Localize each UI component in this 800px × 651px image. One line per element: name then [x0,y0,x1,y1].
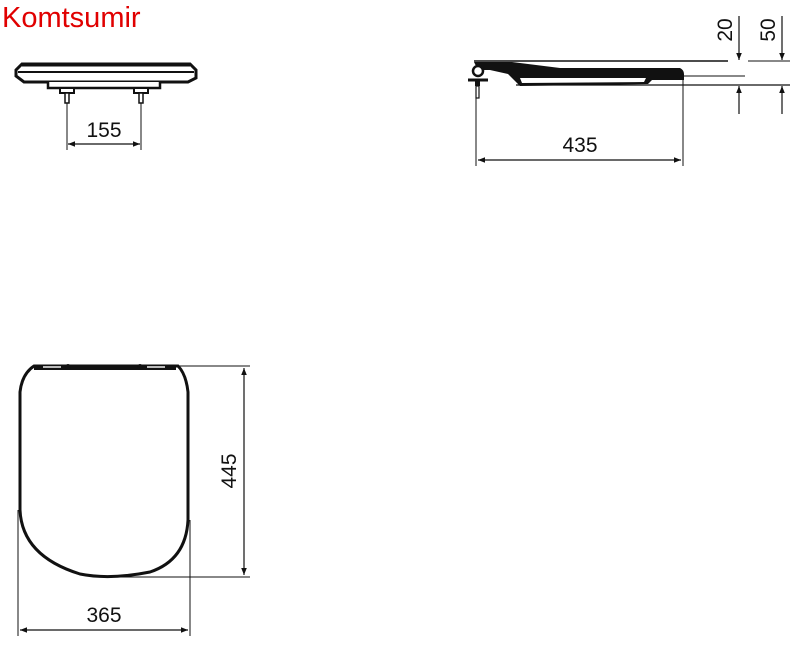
top-view: 445 365 [17,364,250,636]
height-label: 50 [757,18,780,41]
thickness-label: 20 [714,18,737,41]
length-label: 435 [562,134,597,157]
seat-width-label: 365 [86,604,121,627]
side-view: 435 20 50 [468,16,790,166]
rear-view: 155 [14,62,198,150]
seat-length-label: 445 [218,453,241,488]
hinge-spacing-label: 155 [86,119,121,142]
brand-watermark: Komtsumir [2,2,141,34]
